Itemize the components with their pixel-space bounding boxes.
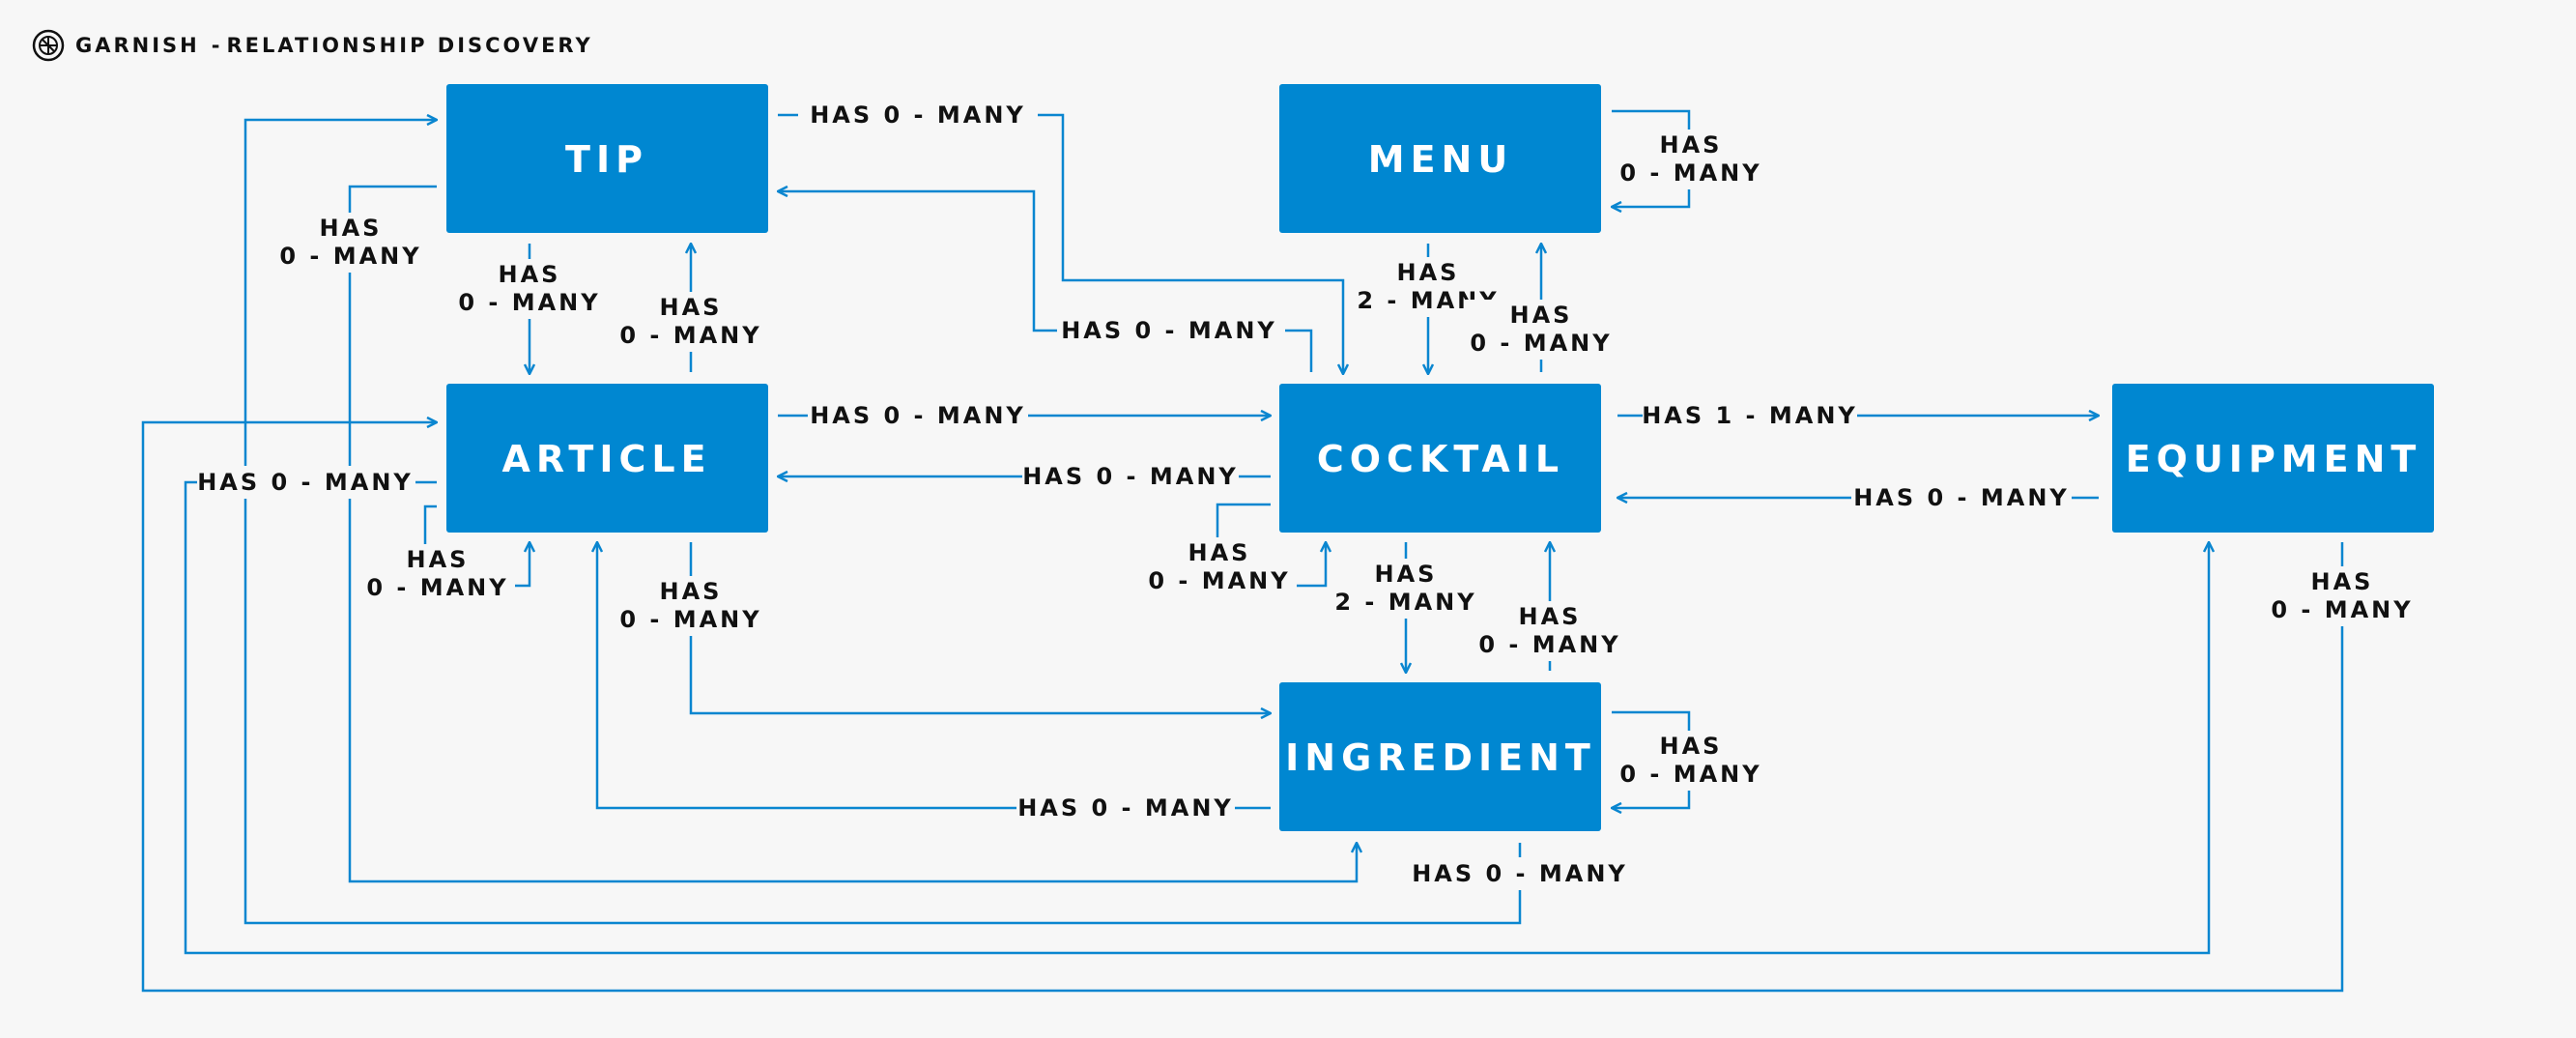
label-menu-to-cocktail-line1: HAS <box>1397 259 1460 286</box>
label-cocktail-to-ingredient-line2: 2 - MANY <box>1334 589 1476 616</box>
edge-labels: HAS 0 - MANY HAS 0 - MANY HAS 0 - MANY H… <box>197 99 2419 890</box>
label-tip-to-ingredient-line1: HAS <box>320 215 383 242</box>
node-menu-label: MENU <box>1368 138 1513 181</box>
edge-equipment-to-article <box>141 422 2344 993</box>
label-cocktail-to-menu-line2: 0 - MANY <box>1470 330 1612 357</box>
label-ingredient-self-line2: 0 - MANY <box>1619 761 1761 788</box>
label-cocktail-to-article: HAS 0 - MANY <box>1022 463 1239 490</box>
lime-slice-icon <box>32 29 65 62</box>
label-ingredient-to-cocktail-line1: HAS <box>1519 603 1582 630</box>
label-tip-to-cocktail: HAS 0 - MANY <box>810 101 1026 129</box>
label-ingredient-self-line1: HAS <box>1660 733 1723 760</box>
node-equipment-label: EQUIPMENT <box>2126 438 2422 480</box>
node-cocktail-label: COCKTAIL <box>1317 438 1564 480</box>
brand-title: GARNISH-RELATIONSHIP DISCOVERY <box>75 34 593 57</box>
label-cocktail-to-ingredient-line1: HAS <box>1375 561 1438 588</box>
brand-header: GARNISH-RELATIONSHIP DISCOVERY <box>32 29 593 62</box>
node-equipment[interactable]: EQUIPMENT <box>2112 384 2434 533</box>
label-ingredient-to-article: HAS 0 - MANY <box>1017 794 1234 822</box>
label-tip-to-ingredient-line2: 0 - MANY <box>279 243 421 270</box>
label-article-to-equipment: HAS 0 - MANY <box>197 469 414 496</box>
node-article-label: ARTICLE <box>501 438 711 480</box>
label-cocktail-self-line2: 0 - MANY <box>1148 567 1290 594</box>
node-article[interactable]: ARTICLE <box>446 384 768 533</box>
label-cocktail-to-menu-line1: HAS <box>1510 302 1573 329</box>
label-tip-to-article-line2: 0 - MANY <box>458 289 600 316</box>
label-tip-to-article-line1: HAS <box>499 261 561 288</box>
label-cocktail-to-equipment: HAS 1 - MANY <box>1642 402 1858 429</box>
node-tip[interactable]: TIP <box>446 84 768 233</box>
label-equipment-to-article-line2: 0 - MANY <box>2271 596 2413 623</box>
label-article-self-line1: HAS <box>407 546 470 573</box>
label-equipment-to-article-line1: HAS <box>2311 568 2374 595</box>
label-cocktail-to-tip: HAS 0 - MANY <box>1061 317 1277 344</box>
node-ingredient-label: INGREDIENT <box>1285 736 1596 779</box>
label-article-to-ingredient-line1: HAS <box>660 578 723 605</box>
label-ingredient-to-tip: HAS 0 - MANY <box>1412 860 1628 887</box>
label-menu-self-line2: 0 - MANY <box>1619 159 1761 187</box>
label-article-to-ingredient-line2: 0 - MANY <box>619 606 761 633</box>
label-equipment-to-cocktail: HAS 0 - MANY <box>1853 484 2070 511</box>
label-article-to-cocktail: HAS 0 - MANY <box>810 402 1026 429</box>
node-tip-label: TIP <box>565 138 648 181</box>
node-ingredient[interactable]: INGREDIENT <box>1279 682 1601 831</box>
edge-cocktail-to-tip <box>778 191 1313 372</box>
label-ingredient-to-cocktail-line2: 0 - MANY <box>1478 631 1620 658</box>
edge-tip-to-ingredient <box>348 185 1357 883</box>
label-menu-self-line1: HAS <box>1660 131 1723 159</box>
label-article-to-tip-line2: 0 - MANY <box>619 322 761 349</box>
node-cocktail[interactable]: COCKTAIL <box>1279 384 1601 533</box>
label-article-to-tip-line1: HAS <box>660 294 723 321</box>
label-cocktail-self-line1: HAS <box>1188 539 1251 566</box>
label-article-self-line2: 0 - MANY <box>366 574 508 601</box>
node-menu[interactable]: MENU <box>1279 84 1601 233</box>
edge-ingredient-to-tip <box>243 120 1522 925</box>
